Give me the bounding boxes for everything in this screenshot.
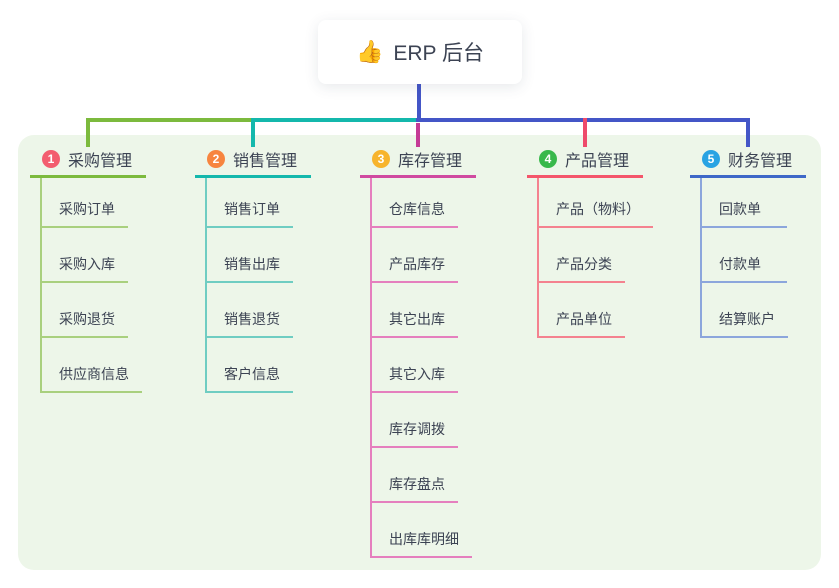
child-node[interactable]: 仓库信息: [372, 178, 458, 228]
child-node[interactable]: 产品（物料）: [539, 178, 653, 228]
child-node[interactable]: 产品分类: [539, 228, 625, 283]
branch-children: 产品（物料） 产品分类 产品单位: [537, 178, 653, 338]
child-node[interactable]: 库存调拨: [372, 393, 458, 448]
branch-column: 3 库存管理 仓库信息 产品库存 其它出库 其它入库 库存调拨 库存盘点 出库库…: [360, 146, 477, 558]
mindmap-panel: [18, 135, 821, 570]
branch-title-node[interactable]: 2 销售管理: [195, 146, 312, 178]
thumbs-up-icon: 👍: [355, 39, 384, 64]
branch-children: 销售订单 销售出库 销售退货 客户信息: [205, 178, 311, 393]
child-node-label: 采购退货: [59, 311, 115, 327]
child-node-label: 产品库存: [389, 256, 445, 272]
child-node[interactable]: 客户信息: [207, 338, 293, 393]
child-node-label: 仓库信息: [389, 201, 445, 217]
child-node[interactable]: 产品库存: [372, 228, 458, 283]
root-node-label: ERP 后台: [393, 42, 485, 65]
child-node[interactable]: 其它出库: [372, 283, 458, 338]
child-node[interactable]: 库存盘点: [372, 448, 458, 503]
child-node[interactable]: 出库库明细: [372, 503, 472, 558]
branch-drop-connector: [746, 118, 750, 147]
child-node[interactable]: 采购入库: [42, 228, 128, 283]
branch-drop-connector: [416, 123, 420, 147]
child-node[interactable]: 产品单位: [539, 283, 625, 338]
child-node[interactable]: 销售退货: [207, 283, 293, 338]
branch-title-label: 财务管理: [728, 152, 793, 170]
branch-children: 回款单 付款单 结算账户: [700, 178, 806, 338]
child-node-label: 采购入库: [59, 256, 115, 272]
branch-title-node[interactable]: 1 采购管理: [30, 146, 147, 178]
branch-title-node[interactable]: 3 库存管理: [360, 146, 477, 178]
branch-number-badge: 2: [207, 149, 225, 168]
branch-title-label: 库存管理: [398, 152, 463, 170]
branch-title-label: 产品管理: [565, 152, 630, 170]
child-node-label: 销售退货: [224, 311, 280, 327]
branch-number-badge: 4: [539, 149, 557, 168]
bus-connector: [86, 118, 251, 122]
child-node[interactable]: 回款单: [702, 178, 787, 228]
branch-drop-connector: [86, 118, 90, 147]
child-node-label: 其它入库: [389, 366, 445, 382]
child-node-label: 回款单: [719, 201, 761, 217]
branch-title-label: 销售管理: [233, 152, 298, 170]
root-stem-connector: [417, 84, 421, 122]
child-node-label: 库存盘点: [389, 476, 445, 492]
child-node[interactable]: 供应商信息: [42, 338, 142, 393]
bus-connector: [251, 118, 416, 122]
branch-number-badge: 5: [702, 149, 720, 168]
child-node[interactable]: 采购订单: [42, 178, 128, 228]
branch-drop-connector: [583, 118, 587, 147]
child-node-label: 结算账户: [719, 311, 775, 327]
branch-title-node[interactable]: 5 财务管理: [690, 146, 807, 178]
child-node-label: 产品分类: [556, 256, 612, 272]
child-node-label: 销售出库: [224, 256, 280, 272]
branch-number-badge: 3: [372, 149, 390, 168]
child-node-label: 付款单: [719, 256, 761, 272]
child-node[interactable]: 销售订单: [207, 178, 293, 228]
child-node[interactable]: 其它入库: [372, 338, 458, 393]
child-node-label: 采购订单: [59, 201, 115, 217]
child-node-label: 客户信息: [224, 366, 280, 382]
branch-column: 1 采购管理 采购订单 采购入库 采购退货 供应商信息: [30, 146, 147, 393]
child-node-label: 供应商信息: [59, 366, 129, 382]
child-node[interactable]: 付款单: [702, 228, 787, 283]
branch-title-label: 采购管理: [68, 152, 133, 170]
branch-column: 2 销售管理 销售订单 销售出库 销售退货 客户信息: [195, 146, 312, 393]
branch-children: 仓库信息 产品库存 其它出库 其它入库 库存调拨 库存盘点 出库库明细: [370, 178, 476, 558]
child-node[interactable]: 结算账户: [702, 283, 788, 338]
child-node[interactable]: 采购退货: [42, 283, 128, 338]
branch-drop-connector: [251, 118, 255, 147]
child-node-label: 出库库明细: [389, 531, 459, 547]
branch-column: 5 财务管理 回款单 付款单 结算账户: [690, 146, 807, 338]
branch-number-badge: 1: [42, 149, 60, 168]
branch-title-node[interactable]: 4 产品管理: [527, 146, 644, 178]
branch-children: 采购订单 采购入库 采购退货 供应商信息: [40, 178, 146, 393]
child-node-label: 产品单位: [556, 311, 612, 327]
child-node-label: 其它出库: [389, 311, 445, 327]
child-node[interactable]: 销售出库: [207, 228, 293, 283]
root-node[interactable]: 👍 ERP 后台: [318, 20, 522, 84]
child-node-label: 销售订单: [224, 201, 280, 217]
child-node-label: 产品（物料）: [556, 201, 640, 217]
branch-column: 4 产品管理 产品（物料） 产品分类 产品单位: [527, 146, 653, 338]
child-node-label: 库存调拨: [389, 421, 445, 437]
